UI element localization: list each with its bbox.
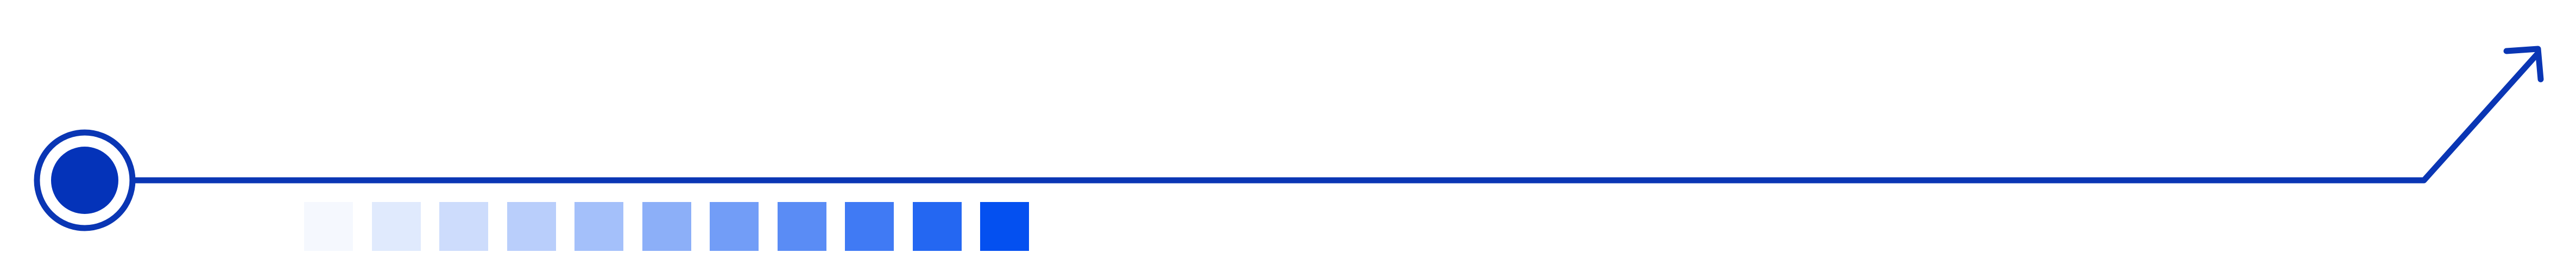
gradient-square [439, 202, 488, 251]
gradient-square [980, 202, 1029, 251]
start-dot [51, 147, 118, 214]
gradient-square [507, 202, 556, 251]
arrow-head [2503, 46, 2544, 83]
gradient-square [710, 202, 759, 251]
arrow-up-right-icon [2503, 46, 2544, 83]
gradient-squares [304, 202, 1029, 251]
start-marker-icon [34, 129, 136, 231]
gradient-square [778, 202, 826, 251]
trend-line [129, 50, 2541, 184]
gradient-square [845, 202, 894, 251]
gradient-square [642, 202, 691, 251]
gradient-square [372, 202, 421, 251]
gradient-square [304, 202, 353, 251]
gradient-square [574, 202, 623, 251]
gradient-square [913, 202, 962, 251]
